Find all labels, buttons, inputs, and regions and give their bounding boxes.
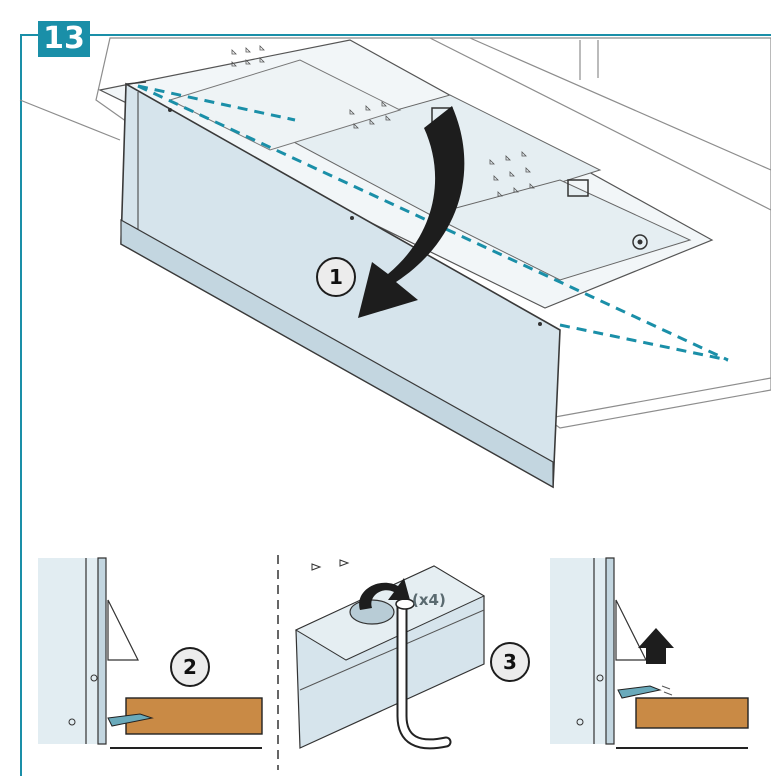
detail-panel-right xyxy=(550,557,749,749)
step-number-badge: 13 xyxy=(38,21,90,57)
detail-hex-key xyxy=(294,559,486,750)
callout-step-1: 1 xyxy=(316,257,356,297)
callout-step-2: 2 xyxy=(170,647,210,687)
worktop-wood-right xyxy=(635,697,749,729)
fold-down-arrow xyxy=(358,106,465,318)
frame-top-border xyxy=(20,34,771,36)
callout-step-3: 3 xyxy=(490,642,530,682)
quantity-label: (x4) xyxy=(412,591,446,609)
turn-arrow xyxy=(359,578,410,610)
frame-left-border xyxy=(20,34,22,776)
detail-panel-left xyxy=(38,557,263,749)
lift-up-arrow xyxy=(638,628,674,664)
